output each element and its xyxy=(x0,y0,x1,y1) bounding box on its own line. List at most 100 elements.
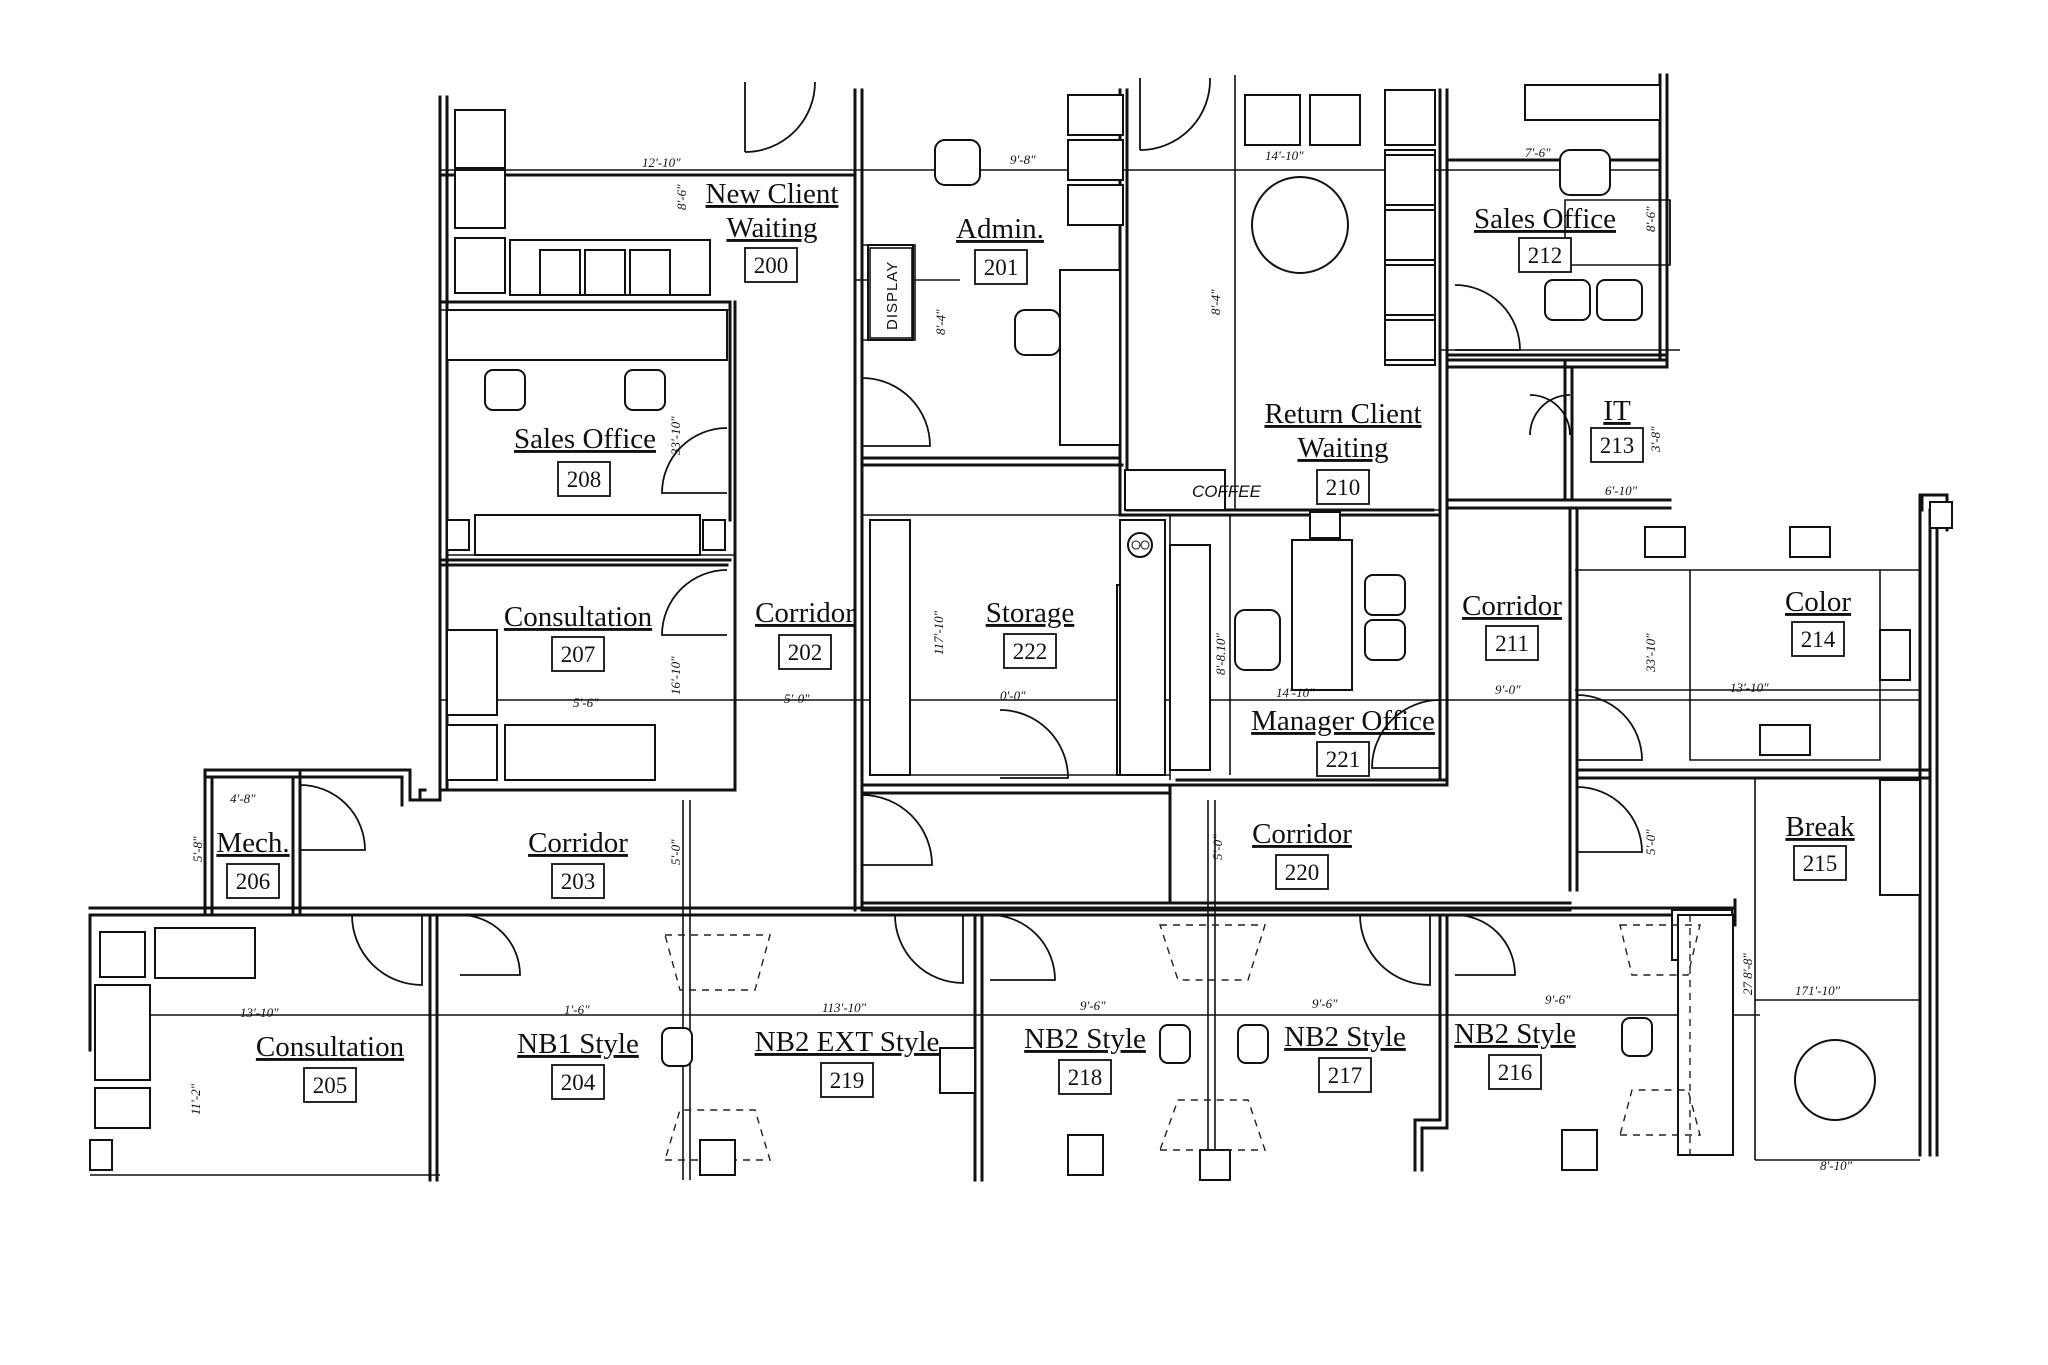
room-name: Consultation xyxy=(256,1031,405,1063)
plan-line xyxy=(299,784,366,851)
plan-line xyxy=(1420,913,1449,1172)
room-name: Sales Office xyxy=(1474,203,1616,235)
dim: 16'-10" xyxy=(668,656,683,695)
plan-line xyxy=(1316,741,1370,777)
plan-line xyxy=(203,775,404,807)
dim: 33'-10" xyxy=(1643,633,1658,673)
plan-line xyxy=(664,934,771,991)
plan-line xyxy=(661,569,728,636)
furniture xyxy=(89,84,1921,1181)
plan-line xyxy=(869,519,911,776)
dim: 5'-6" xyxy=(573,695,599,710)
plan-line xyxy=(1124,469,1226,511)
display-label: DISPLAY xyxy=(884,261,901,330)
plan-line xyxy=(94,1087,151,1129)
room-name: Storage xyxy=(986,597,1075,629)
plan-line xyxy=(551,1064,605,1100)
room-number: 207 xyxy=(561,642,596,667)
room-221: Manager Office 221 xyxy=(1251,705,1435,777)
plan-line xyxy=(551,636,605,672)
room-203: Corridor 203 xyxy=(528,827,628,899)
plan-line xyxy=(1119,519,1166,776)
plan-line xyxy=(1275,854,1329,890)
room-labels: New Client Waiting 200 Admin. 201 Sales … xyxy=(216,178,1855,1103)
plan-line xyxy=(1384,89,1436,146)
plan-line xyxy=(1291,539,1353,691)
room-number: 222 xyxy=(1013,639,1048,664)
plan-line xyxy=(203,768,422,802)
plan-line xyxy=(869,247,913,339)
room-number: 213 xyxy=(1600,433,1635,458)
room-207: Consultation 207 xyxy=(504,601,653,672)
dim: 9'-0" xyxy=(1495,682,1521,697)
plan-line xyxy=(629,249,671,296)
plan-line xyxy=(1359,914,1431,986)
plan-line xyxy=(624,369,666,411)
plan-line xyxy=(1067,184,1124,226)
plan-line xyxy=(934,139,981,186)
plan-line xyxy=(1067,139,1124,181)
plan-line xyxy=(504,724,656,781)
room-number: 217 xyxy=(1328,1063,1363,1088)
plan-line xyxy=(1789,526,1831,558)
room-name: NB2 Style xyxy=(1454,1018,1576,1050)
plan-line xyxy=(861,377,931,447)
room-number: 218 xyxy=(1068,1065,1103,1090)
room-213: IT 213 xyxy=(1590,395,1644,463)
dim: 8'-4" xyxy=(1208,289,1223,315)
dim: 171'-10" xyxy=(1795,983,1841,998)
plan-line xyxy=(1316,469,1370,505)
plan-line xyxy=(1169,544,1211,771)
dim: 14'-10" xyxy=(1265,148,1304,163)
room-204: NB1 Style 204 xyxy=(517,1028,639,1100)
plan-line xyxy=(1131,540,1141,550)
room-number: 210 xyxy=(1326,475,1361,500)
dim: 5'-8" xyxy=(190,836,205,862)
plan-line xyxy=(446,309,728,361)
plan-line xyxy=(551,863,605,899)
coffee-label: COFFEE xyxy=(1192,482,1262,501)
dim: 9'-6" xyxy=(1545,992,1571,1007)
plan-line xyxy=(974,249,1028,285)
plan-line xyxy=(867,244,914,341)
room-201: Admin. 201 xyxy=(956,213,1044,285)
plan-line xyxy=(1384,264,1436,316)
plan-line xyxy=(1619,1089,1701,1136)
plan-line xyxy=(1518,237,1572,273)
dim: 7'-6" xyxy=(1525,145,1551,160)
plan-line xyxy=(1793,845,1847,881)
room-200: New Client Waiting 200 xyxy=(706,178,838,283)
dim: 6'-10" xyxy=(1605,483,1638,498)
room-name: Corridor xyxy=(755,597,855,629)
room-number: 204 xyxy=(561,1070,596,1095)
plan-line xyxy=(1058,1059,1112,1095)
dim: 9'-6" xyxy=(1080,998,1106,1013)
plan-line xyxy=(1590,427,1644,463)
dim: 33'-10" xyxy=(668,416,683,456)
plan-line xyxy=(584,249,626,296)
dim: 8'-4" xyxy=(933,309,948,335)
plan-line xyxy=(474,514,701,556)
plan-line xyxy=(1929,501,1953,529)
room-number: 211 xyxy=(1495,631,1529,656)
dim: 4'-8" xyxy=(230,791,256,806)
plan-line xyxy=(446,629,498,716)
plan-line xyxy=(699,1139,736,1176)
dim: 0'-0" xyxy=(1000,688,1026,703)
plan-line xyxy=(1879,629,1911,681)
plan-line xyxy=(454,237,506,294)
dim: 8'-10" xyxy=(1820,1158,1853,1173)
plan-line xyxy=(702,519,726,551)
dim: 11'-2" xyxy=(188,1083,203,1115)
plan-line xyxy=(438,300,732,522)
plan-line xyxy=(1384,209,1436,261)
plan-line xyxy=(1364,574,1406,616)
room-214: Color 214 xyxy=(1785,586,1851,657)
plan-line xyxy=(459,914,521,976)
room-205: Consultation 205 xyxy=(256,1031,405,1103)
room-number: 208 xyxy=(567,467,602,492)
room-name: Admin. xyxy=(956,213,1044,245)
plan-line xyxy=(1677,914,1734,1156)
room-222: Storage 222 xyxy=(986,597,1075,669)
room-number: 206 xyxy=(236,869,271,894)
